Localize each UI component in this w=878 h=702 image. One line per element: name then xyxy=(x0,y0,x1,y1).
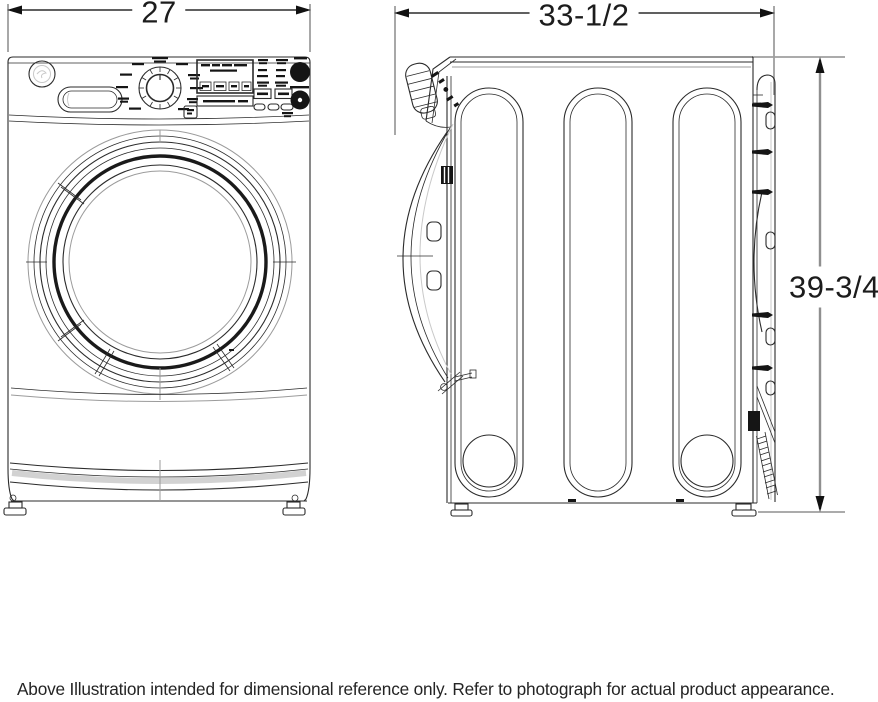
power-knob xyxy=(290,57,310,82)
display-micro-text xyxy=(201,64,247,72)
cycle-dial xyxy=(116,57,203,119)
front-view xyxy=(3,56,311,516)
side-view xyxy=(397,56,778,517)
height-dimension-label: 39-3/4 xyxy=(785,266,878,308)
side-control-panel xyxy=(405,56,460,184)
caption: Above Illustration intended for dimensio… xyxy=(17,679,835,699)
door xyxy=(26,129,296,400)
ge-logo-icon xyxy=(28,60,56,88)
rear-connections xyxy=(748,74,778,502)
start-pause-knob xyxy=(290,86,310,110)
vent-grille xyxy=(756,431,778,500)
side-door-profile xyxy=(397,123,477,395)
dispenser-drawer xyxy=(57,86,123,113)
side-feet xyxy=(450,503,757,517)
rear-bolts xyxy=(752,102,773,371)
width-dimension-label: 27 xyxy=(132,0,186,28)
display-buttons xyxy=(199,81,252,91)
display-panel xyxy=(196,59,254,107)
depth-dimension-label: 33-1/2 xyxy=(529,0,639,31)
service-hole xyxy=(462,434,516,488)
side-panel-channels xyxy=(454,87,742,498)
front-leveling-detail xyxy=(437,369,477,395)
front-feet xyxy=(3,501,306,516)
option-buttons xyxy=(253,59,294,118)
door-rim xyxy=(52,154,268,370)
kick-panel xyxy=(9,387,309,502)
service-hole xyxy=(680,434,734,488)
side-dial-knob xyxy=(405,62,438,120)
door-tick-marks xyxy=(26,182,296,377)
